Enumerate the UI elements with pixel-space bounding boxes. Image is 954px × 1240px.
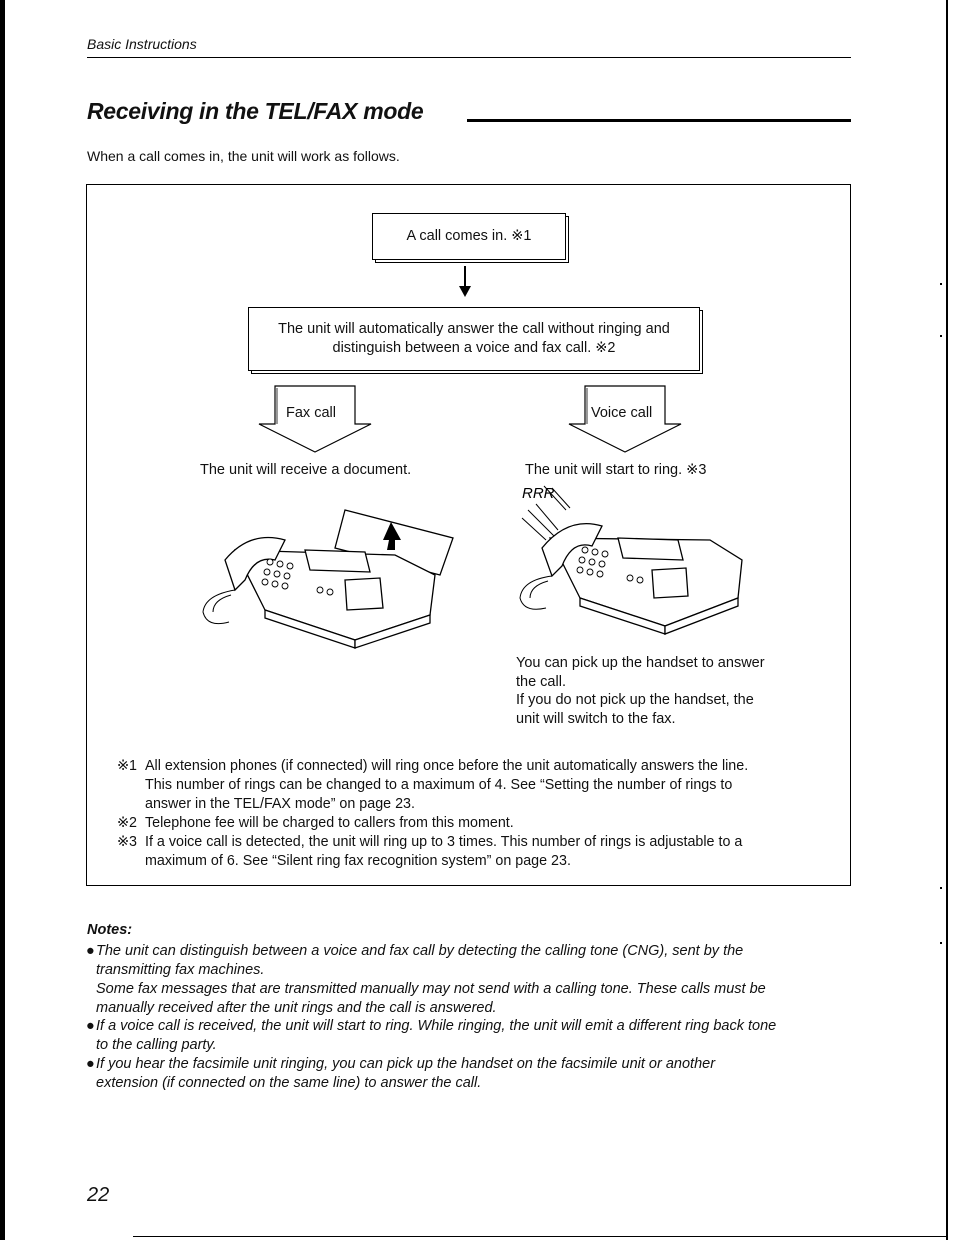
section-header: Basic Instructions [87,36,197,52]
fax-call-arrow-icon [258,385,372,453]
intro-text: When a call comes in, the unit will work… [87,148,400,164]
note-line: to the calling party. [96,1037,217,1053]
fax-result-text: The unit will receive a document. [200,462,412,478]
note-line: manually received after the unit rings a… [96,1000,497,1016]
footnote-line: answer in the TEL/FAX mode” on page 23. [145,796,415,812]
bullet-icon: ● [86,1018,95,1034]
note-line: transmitting fax machines. [96,962,265,978]
note-line: Some fax messages that are transmitted m… [96,981,766,997]
scan-speck [940,283,942,285]
voice-note-line: If you do not pick up the handset, the [516,692,754,708]
step-auto-answer-line1: The unit will automatically answer the c… [278,321,670,337]
voice-note-line: unit will switch to the fax. [516,710,676,727]
down-arrow-icon [459,266,471,297]
voice-note-block: You can pick up the handset to answer th… [516,654,765,728]
scan-speck [940,335,942,337]
fax-call-label: Fax call [286,405,336,421]
step-call-comes-in-box: A call comes in. ※1 [372,213,566,260]
step-auto-answer-line2: distinguish between a voice and fax call… [332,340,616,356]
voice-note-line: the call. [516,673,566,690]
fax-machine-ringing-icon: RRR [519,485,743,635]
step-call-comes-in-text: A call comes in. ※1 [406,228,532,244]
page-title: Receiving in the TEL/FAX mode [87,98,424,124]
right-page-edge [946,0,948,1240]
flowchart-frame [86,184,851,886]
voice-note-line: You can pick up the handset to answer [516,655,765,671]
voice-result-text: The unit will start to ring. ※3 [525,462,707,478]
note-line: If you hear the facsimile unit ringing, … [96,1056,716,1072]
footnote-line: maximum of 6. See “Silent ring fax recog… [145,853,571,869]
note-line: The unit can distinguish between a voice… [96,943,744,959]
footnote-mark: ※3 [117,834,137,850]
voice-call-label: Voice call [591,405,653,421]
fax-machine-receiving-icon [202,509,454,649]
ring-text: RRR [522,485,555,502]
footnote-line: If a voice call is detected, the unit wi… [145,834,743,850]
footnote-line: This number of rings can be changed to a… [145,777,733,793]
footnote-line: Telephone fee will be charged to callers… [145,815,514,831]
notes-heading: Notes: [87,922,133,938]
bullet-icon: ● [86,943,95,959]
step-auto-answer-box: The unit will automatically answer the c… [248,307,700,371]
note-line: If a voice call is received, the unit wi… [96,1018,777,1034]
footnote-mark: ※1 [117,758,137,774]
scan-speck [940,887,942,889]
bullet-icon: ● [86,1056,95,1072]
note-line: extension (if connected on the same line… [96,1075,482,1091]
title-rule [467,119,851,122]
voice-call-arrow-icon [568,385,682,453]
scan-speck [940,942,942,944]
bottom-rule [133,1236,946,1237]
page-number: 22 [87,1184,110,1206]
header-rule [87,57,851,58]
footnote-mark: ※2 [117,815,137,831]
footnote-line: All extension phones (if connected) will… [145,758,749,774]
left-page-edge [0,0,5,1240]
